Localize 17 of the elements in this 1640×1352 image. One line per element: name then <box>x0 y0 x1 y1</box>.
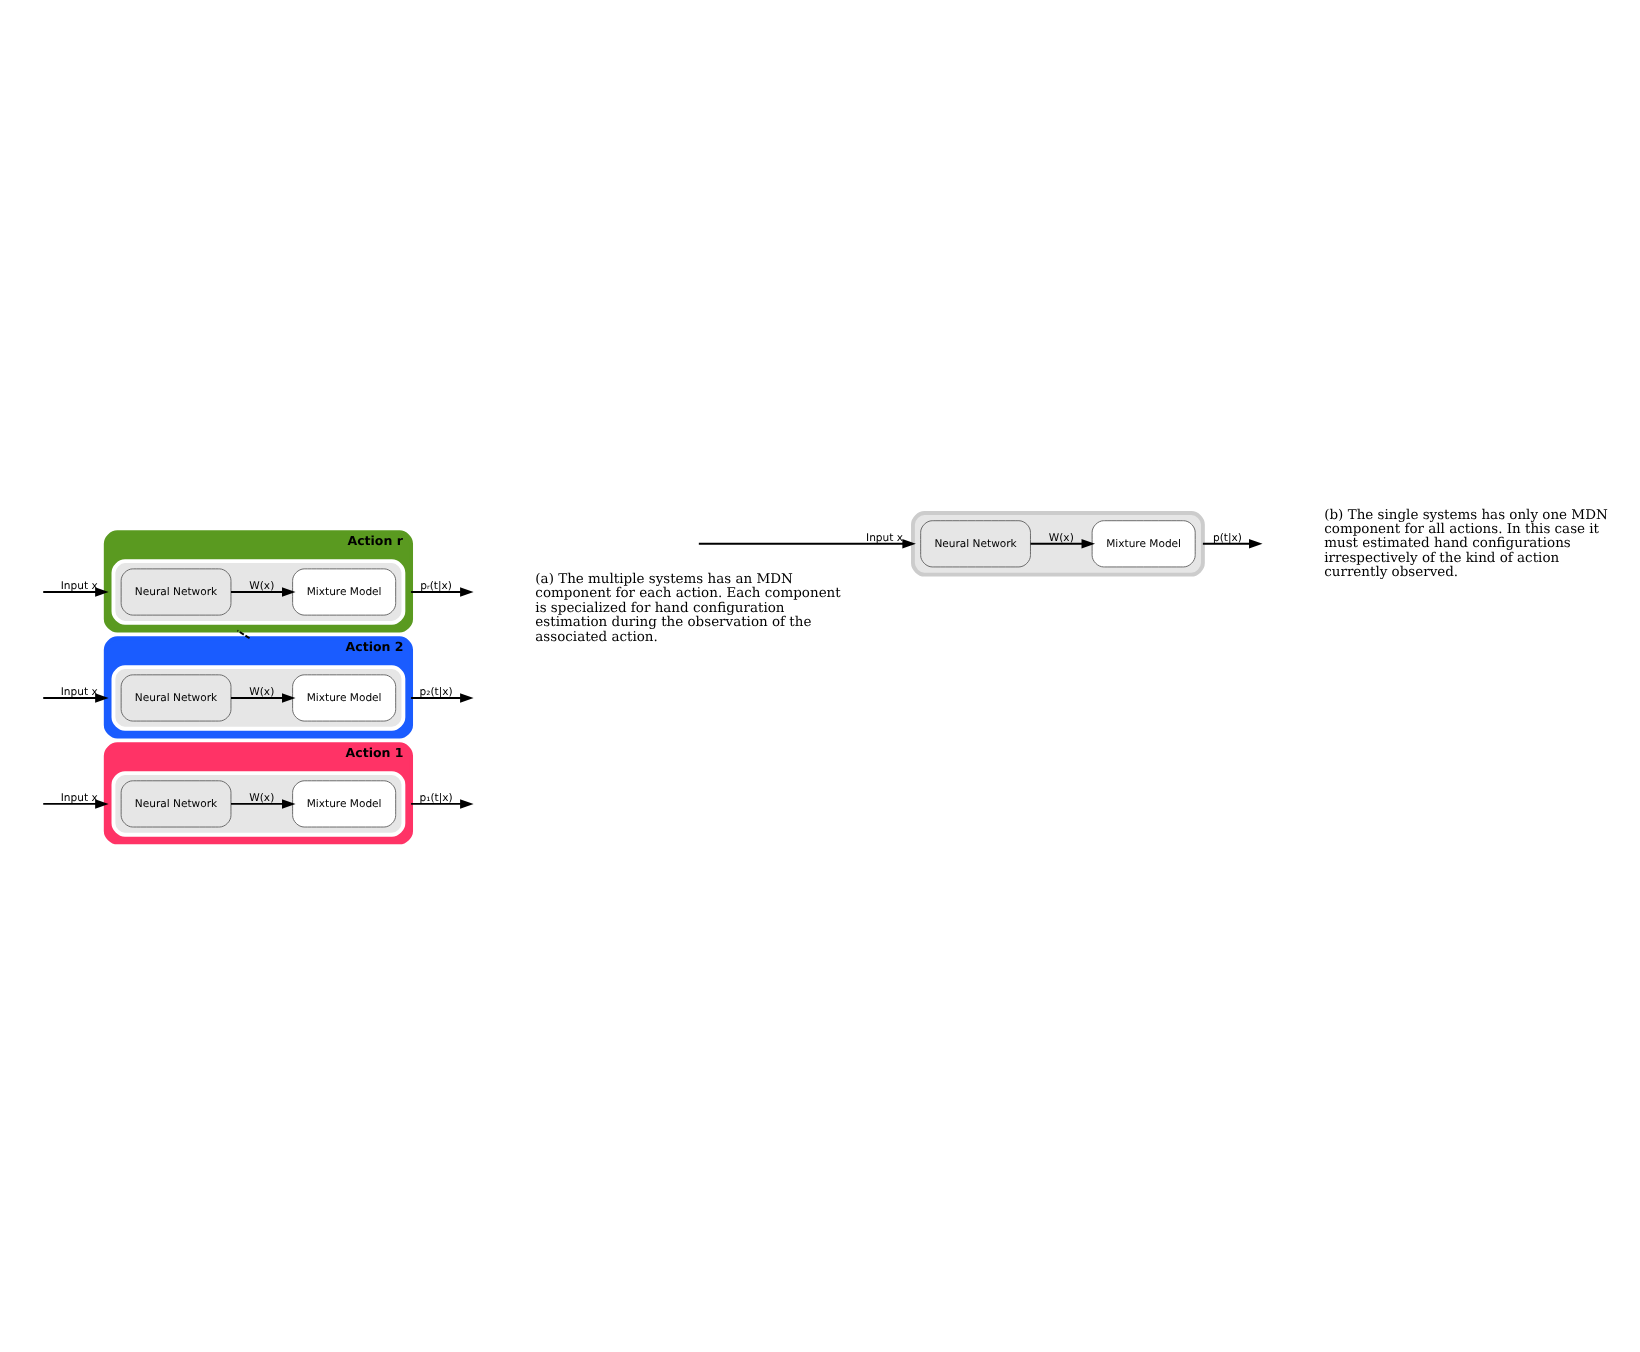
arrow <box>410 798 474 808</box>
cluster <box>911 510 1205 576</box>
arrow <box>42 586 109 596</box>
arrow <box>230 586 296 596</box>
connector <box>236 628 251 639</box>
cluster <box>111 770 406 836</box>
arrow <box>410 692 474 702</box>
cluster <box>111 558 406 624</box>
arrow <box>1029 538 1096 548</box>
arrow <box>697 538 916 548</box>
cluster <box>111 664 406 730</box>
arrow <box>42 798 109 808</box>
arrow <box>230 692 296 702</box>
arrow <box>410 586 474 596</box>
arrow <box>230 798 296 808</box>
arrow <box>42 692 109 702</box>
arrow <box>1201 538 1263 548</box>
